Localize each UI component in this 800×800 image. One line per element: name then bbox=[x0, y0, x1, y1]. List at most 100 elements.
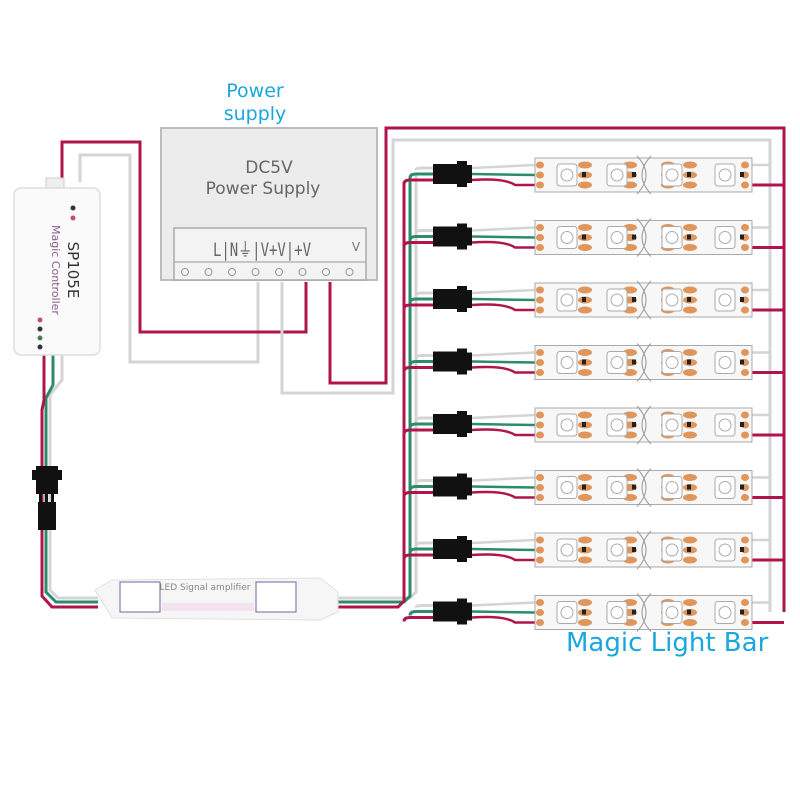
terminal-screws bbox=[181, 268, 354, 276]
ground-branch-wire bbox=[414, 166, 436, 171]
ground-branch-wire bbox=[414, 291, 436, 296]
led-lens bbox=[610, 356, 624, 369]
data-strip-wire bbox=[471, 235, 536, 239]
solder-pad bbox=[578, 286, 592, 294]
led-lens bbox=[665, 293, 679, 307]
psu-terminal-suffix: V bbox=[352, 240, 361, 254]
data-branch-wire bbox=[408, 547, 436, 554]
cut-mark bbox=[641, 593, 652, 632]
solder-pad bbox=[741, 161, 749, 169]
resistor bbox=[632, 547, 636, 552]
led-lens bbox=[610, 293, 624, 307]
solder-pad bbox=[741, 349, 749, 356]
led-chip bbox=[556, 413, 578, 437]
data-branch-wire bbox=[408, 485, 436, 491]
led-chip bbox=[714, 538, 736, 562]
led-chip bbox=[606, 413, 628, 437]
solder-pad bbox=[536, 431, 544, 439]
led-chip bbox=[556, 476, 578, 499]
power-wire-bus bbox=[328, 126, 786, 612]
led-strip-row bbox=[402, 530, 784, 570]
led-chip bbox=[556, 288, 578, 312]
solder-pad bbox=[578, 431, 592, 439]
cut-mark bbox=[636, 468, 647, 507]
data-strip-wire bbox=[471, 610, 536, 614]
jst-connector bbox=[433, 598, 472, 625]
cut-mark bbox=[641, 405, 652, 445]
resistor bbox=[687, 547, 691, 552]
led-lens bbox=[560, 231, 574, 244]
solder-pad bbox=[578, 369, 592, 376]
solder-pad bbox=[683, 411, 697, 419]
cut-mark bbox=[641, 280, 652, 320]
led-strip bbox=[534, 155, 753, 195]
resistor bbox=[632, 609, 636, 615]
power-wire-controller bbox=[60, 140, 308, 334]
solder-pad bbox=[578, 474, 592, 481]
jst-connector bbox=[433, 411, 472, 437]
ground-wire-bus bbox=[280, 138, 772, 612]
led-lens bbox=[718, 481, 732, 494]
jst-connector bbox=[433, 161, 472, 187]
solder-pad bbox=[536, 286, 544, 294]
led-strip bbox=[534, 405, 753, 445]
solder-pad bbox=[741, 244, 749, 251]
ground-strip-wire bbox=[471, 538, 536, 545]
solder-pad bbox=[683, 224, 697, 231]
power-strip-wire bbox=[471, 428, 535, 437]
led-chip bbox=[556, 601, 578, 624]
ground-wire-controller bbox=[78, 153, 260, 364]
amplifier-label: LED Signal amplifier bbox=[160, 583, 251, 593]
cut-mark bbox=[636, 405, 647, 445]
power-branch-wire bbox=[402, 491, 436, 497]
sp105e-controller: SP105E Magic Controller bbox=[13, 177, 101, 356]
solder-pad bbox=[536, 474, 544, 481]
led-lens bbox=[610, 606, 624, 619]
jst-connector bbox=[433, 286, 472, 312]
controller-name: Magic Controller bbox=[49, 225, 62, 315]
solder-pad bbox=[578, 556, 592, 564]
led-chip bbox=[661, 226, 683, 249]
led-strip-row bbox=[402, 593, 784, 632]
resistor bbox=[687, 609, 691, 615]
data-strip-wire bbox=[471, 547, 536, 552]
solder-pad bbox=[683, 536, 697, 544]
cut-mark bbox=[641, 343, 652, 382]
power-branch-wire bbox=[402, 616, 436, 622]
power-strip-wire bbox=[471, 490, 535, 499]
data-branch-wire bbox=[408, 235, 436, 241]
resistor bbox=[632, 422, 636, 427]
resistor bbox=[582, 609, 586, 615]
data-strip-wire bbox=[471, 297, 536, 302]
resistor bbox=[687, 484, 691, 490]
solder-pad bbox=[578, 224, 592, 231]
screw-icon bbox=[251, 268, 260, 276]
ground-strip-wire bbox=[471, 163, 536, 170]
led-chip bbox=[714, 288, 736, 312]
led-lens bbox=[610, 543, 624, 557]
resistor bbox=[582, 422, 586, 427]
power-supply-label-line2: supply bbox=[223, 103, 287, 125]
screw-icon bbox=[204, 268, 213, 276]
ground-branch-wire bbox=[414, 354, 436, 358]
led-lens bbox=[610, 231, 624, 244]
power-branch-wire bbox=[402, 366, 436, 372]
solder-pad bbox=[536, 244, 544, 251]
led-lens bbox=[610, 481, 624, 494]
led-chip bbox=[714, 601, 736, 624]
data-strip-wire bbox=[471, 485, 536, 489]
solder-pad bbox=[536, 234, 544, 241]
led-lens bbox=[718, 293, 732, 307]
solder-pad bbox=[536, 484, 544, 491]
led-chip bbox=[606, 163, 628, 187]
cut-mark bbox=[641, 218, 652, 257]
led-chip bbox=[556, 163, 578, 187]
cut-mark bbox=[636, 593, 647, 632]
resistor bbox=[632, 297, 636, 302]
led-chip bbox=[661, 538, 683, 562]
solder-pad bbox=[741, 286, 749, 294]
led-lens bbox=[665, 481, 679, 494]
led-chip bbox=[606, 476, 628, 499]
solder-pad bbox=[536, 619, 544, 626]
solder-pad bbox=[683, 286, 697, 294]
